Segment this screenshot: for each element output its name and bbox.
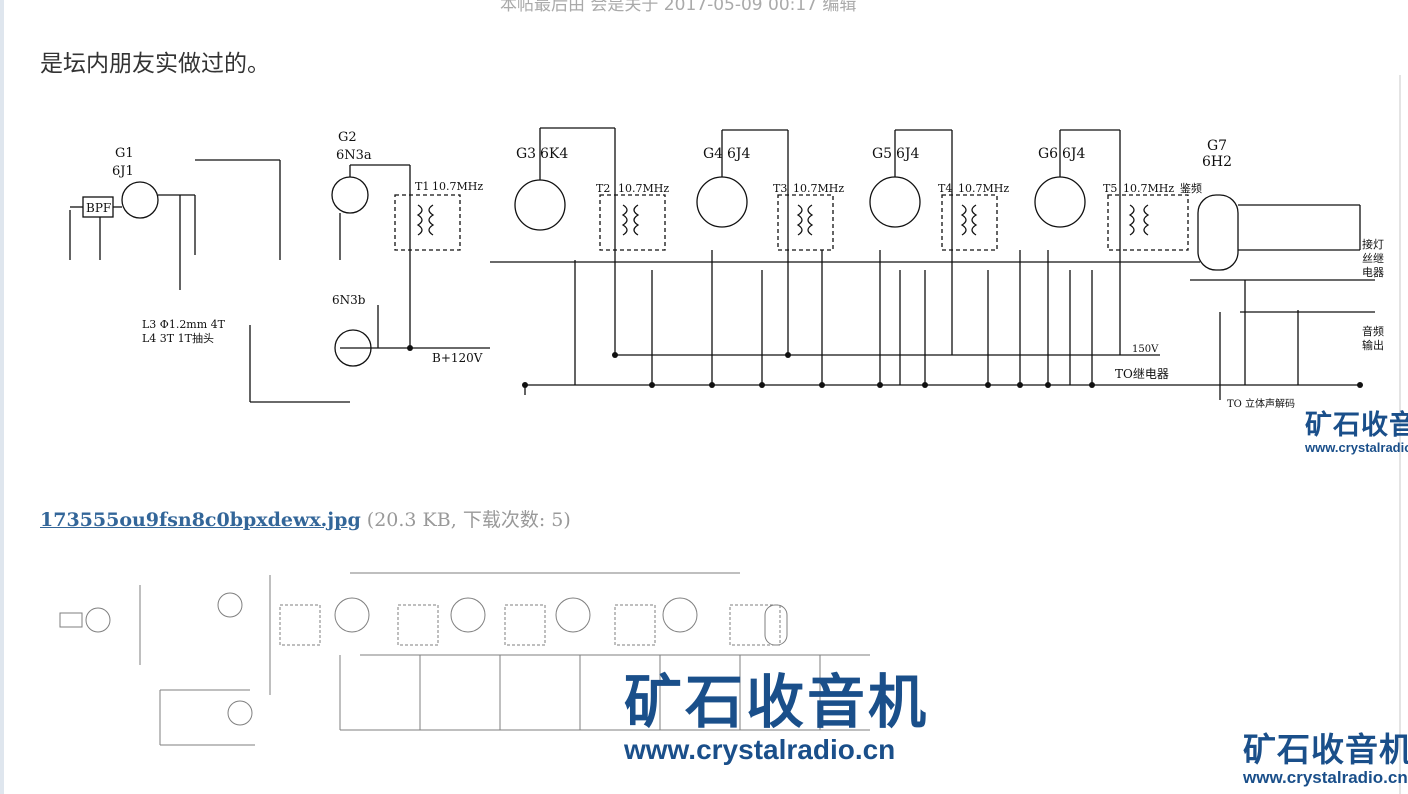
t5-note: 鉴频: [1180, 181, 1202, 195]
tube-g3-type: 6K4: [540, 146, 568, 162]
t1-label: T1: [415, 180, 429, 193]
lamp-out-1: 接灯: [1362, 238, 1384, 251]
tube-g3-label: G3: [516, 146, 536, 162]
watermark-small: 矿石收音机 www.crystalradio.cn: [1305, 410, 1408, 456]
relay-out-label: TO继电器: [1115, 367, 1169, 381]
tube-g2-type: 6N3a: [336, 148, 372, 163]
t2-freq: 10.7MHz: [618, 182, 669, 195]
t1-freq: 10.7MHz: [432, 180, 483, 193]
v150-label: 150V: [1132, 344, 1159, 355]
tube-g5-type: 6J4: [896, 146, 920, 162]
attachment-meta: (20.3 KB, 下载次数: 5): [360, 509, 571, 531]
coil-note-2: L4 3T 1T抽头: [142, 331, 214, 345]
post-text: 是坛内朋友实做过的。: [40, 51, 270, 77]
lamp-out-3: 电器: [1362, 266, 1384, 279]
t5-label: T5: [1103, 182, 1117, 195]
tube-g4-type: 6J4: [727, 146, 751, 162]
tube-g2-label: G2: [338, 130, 357, 145]
tube-g7-type: 6H2: [1202, 154, 1232, 170]
watermark-corner: 矿石收音机 www.crystalradio.cn: [1243, 732, 1408, 788]
bplus-label: B+120V: [432, 351, 483, 365]
watermark-cn: 矿石收音机: [1305, 410, 1408, 440]
tube-g4-label: G4: [703, 146, 723, 162]
edit-notice: 本帖最后由 会是关于 2017-05-09 00:17 编辑: [500, 0, 857, 15]
t4-freq: 10.7MHz: [958, 182, 1009, 195]
tube-g6-label: G6: [1038, 146, 1058, 162]
attachment-image[interactable]: [40, 545, 920, 785]
watermark-corner-cn: 矿石收音机: [1243, 731, 1408, 768]
tube-6n3b-type: 6N3b: [332, 293, 366, 307]
tube-g1-label: G1: [115, 146, 134, 161]
tube-g7-label: G7: [1207, 138, 1227, 154]
post-left-border: [0, 0, 4, 794]
lamp-out-2: 丝继: [1362, 252, 1384, 265]
download-count: 5: [551, 509, 564, 531]
downloads-label: 下载次数: [462, 509, 539, 531]
tube-g6-type: 6J4: [1062, 146, 1086, 162]
decoder-label: TO 立体声解码: [1227, 397, 1295, 410]
t3-freq: 10.7MHz: [793, 182, 844, 195]
attachment-line: 173555ou9fsn8c0bpxdewx.jpg (20.3 KB, 下载次…: [40, 505, 571, 532]
bpf-label: BPF: [86, 201, 111, 215]
fm-receiver-schematic[interactable]: G1 6J1 G2 6N3a G3 6K4 G4 6J4 G5 6J4 G6 6…: [40, 110, 1408, 460]
watermark-large-cn: 矿石收音机: [624, 670, 930, 735]
t3-label: T3: [773, 182, 787, 195]
t4-label: T4: [938, 182, 952, 195]
audio-out-2: 输出: [1362, 338, 1384, 352]
tube-g5-label: G5: [872, 146, 892, 162]
t5-freq: 10.7MHz: [1123, 182, 1174, 195]
t2-label: T2: [596, 182, 610, 195]
audio-out-1: 音频: [1362, 324, 1384, 338]
watermark-corner-url: www.crystalradio.cn: [1243, 768, 1408, 787]
watermark-large: 矿石收音机 www.crystalradio.cn: [624, 672, 929, 766]
attachment-size: 20.3 KB: [374, 509, 451, 531]
watermark-large-url: www.crystalradio.cn: [624, 734, 896, 765]
attachment-link[interactable]: 173555ou9fsn8c0bpxdewx.jpg: [40, 509, 361, 531]
watermark-url: www.crystalradio.cn: [1305, 440, 1408, 455]
scrollbar-track[interactable]: [1399, 75, 1401, 794]
coil-note-1: L3 Φ1.2mm 4T: [142, 318, 226, 331]
tube-g1-type: 6J1: [112, 164, 134, 179]
